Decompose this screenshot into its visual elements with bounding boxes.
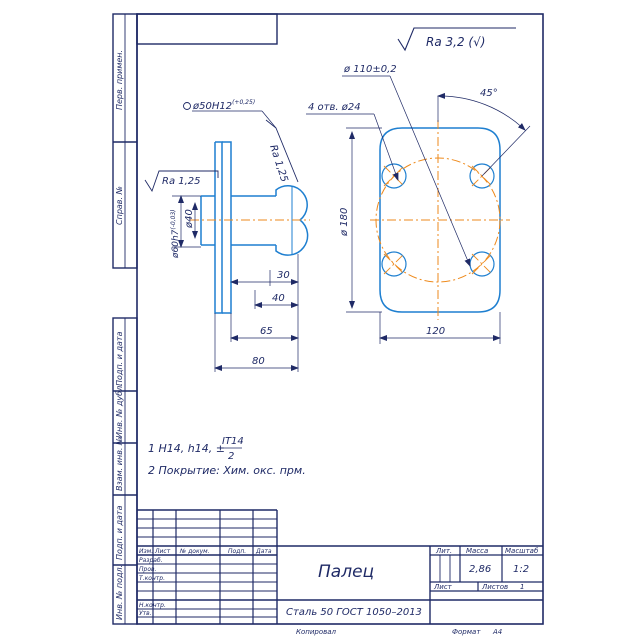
tb-header-data: Дата	[255, 548, 272, 555]
note-1-numerator: IT14	[222, 436, 244, 447]
label-sprav: Справ. №	[115, 186, 124, 225]
label-perv-primen: Перв. примен.	[115, 50, 124, 110]
tb-listov-value: 1	[520, 583, 524, 591]
tb-row-utv: Утв.	[139, 610, 152, 617]
tb-header-nodoc: № докум.	[179, 548, 210, 555]
tb-row-tkontr: Т.контр.	[139, 575, 165, 582]
label-podp-data-2: Подп. и дата	[115, 505, 124, 560]
tb-header-podp: Подп.	[228, 548, 246, 555]
part-material: Сталь 50 ГОСТ 1050–2013	[286, 607, 422, 618]
hole-fit-main: ø50H12	[192, 101, 232, 112]
shaft-fit-tol: (-0,03)	[170, 209, 177, 229]
tb-header-izm: Изм.	[139, 548, 153, 555]
dim-65-text: 65	[260, 326, 273, 337]
side-strip	[112, 13, 138, 625]
tb-masshtab-label: Масштаб	[505, 547, 539, 555]
roughness-hole-text: Ra 1,25	[267, 144, 289, 184]
part-name: Палец	[318, 562, 374, 582]
kopiroval-label: Копировал	[296, 628, 337, 636]
label-inv-dubl: Инв. № дубл.	[115, 383, 124, 438]
dim-80-text: 80	[252, 356, 265, 367]
shaft-fit-text: ø60h7(-0,03)	[170, 209, 181, 259]
tb-lit-label: Лит.	[435, 547, 452, 555]
tb-list-label: Лист	[433, 583, 453, 591]
label-vzam-inv: Взам. инв. №	[115, 437, 124, 491]
side-view-dimensions	[144, 102, 299, 372]
tb-listov-label: Листов	[481, 583, 508, 591]
tb-masshtab-value: 1:2	[513, 564, 529, 575]
note-1: 1 H14, h14, ±	[148, 442, 225, 455]
note-2: 2 Покрытие: Хим. окс. прм.	[148, 464, 306, 477]
diam-40-text: ø40	[184, 209, 195, 229]
tb-massa-value: 2,86	[469, 564, 491, 575]
dim-30-text: 30	[277, 270, 290, 281]
tb-massa-label: Масса	[466, 547, 488, 555]
tb-row-prov: Пров.	[139, 566, 157, 573]
front-view-dimensions	[306, 75, 531, 344]
tb-row-razrab: Разраб.	[139, 557, 163, 564]
top-corner-box	[136, 13, 278, 45]
roughness-local-text: Ra 1,25	[162, 176, 201, 187]
format-label: Формат	[452, 628, 481, 636]
side-view	[190, 141, 310, 314]
dim-40-text: 40	[272, 293, 285, 304]
bolt-circle-text: ø 110±0,2	[343, 64, 397, 75]
tb-header-list: Лист	[154, 548, 171, 555]
tb-row-nkontr: Н.контр.	[139, 602, 166, 609]
hole-fit-text: ø50H12(+0,25)	[192, 99, 255, 112]
hole-fit-tol: (+0,25)	[232, 99, 255, 106]
general-roughness-symbol	[397, 27, 516, 52]
note-1-denominator: 2	[228, 451, 234, 462]
general-roughness-text: Ra 3,2 (√)	[426, 35, 485, 49]
front-view	[370, 120, 510, 320]
label-podp-data-1: Подп. и дата	[115, 331, 124, 386]
title-block	[137, 509, 543, 624]
holes-text: 4 отв. ø24	[308, 102, 361, 113]
flange-side-text: ø 180	[339, 208, 350, 237]
label-inv-podl: Инв. № подл.	[115, 565, 124, 620]
format-value: A4	[492, 628, 502, 636]
width-text: 120	[426, 326, 445, 337]
angle-text: 45°	[480, 88, 498, 99]
shaft-fit-main: ø60h7	[171, 229, 181, 259]
